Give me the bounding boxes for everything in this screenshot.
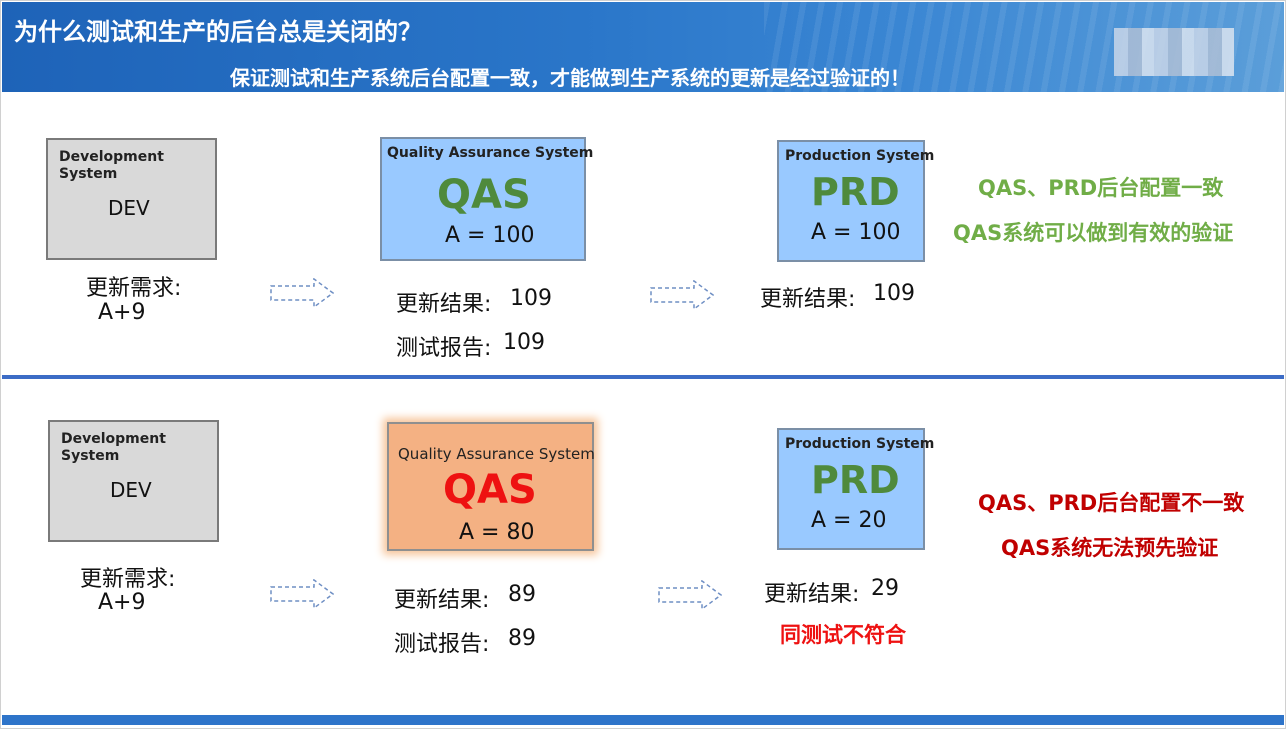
dev-system-box-bad: Development System DEV xyxy=(48,420,219,542)
blurred-logo xyxy=(1114,28,1234,76)
bottom-bar xyxy=(2,715,1284,725)
prd-system-name: Production System xyxy=(785,436,935,452)
qas-report-label-bad: 测试报告: xyxy=(394,632,490,657)
prd-result-value-ok: 109 xyxy=(873,281,915,306)
dev-name-line1: Development xyxy=(61,431,166,447)
page-subtitle: 保证测试和生产系统后台配置一致，才能做到生产系统的更新是经过验证的！ xyxy=(230,66,910,90)
qas-system-name: Quality Assurance System xyxy=(387,145,594,161)
status-note-bad-line1: QAS、PRD后台配置不一致 xyxy=(978,491,1245,515)
prd-system-name: Production System xyxy=(785,148,935,164)
dev-label: DEV xyxy=(110,478,152,502)
dev-label: DEV xyxy=(108,196,150,220)
dev-system-name: Development System xyxy=(61,431,166,465)
page-title: 为什么测试和生产的后台总是关闭的？ xyxy=(14,18,422,46)
dev-update-value-bad: A+9 xyxy=(98,590,146,615)
qas-label: QAS xyxy=(443,467,537,513)
mismatch-warning: 同测试不符合 xyxy=(780,623,906,647)
dev-system-box-ok: Development System DEV xyxy=(46,138,217,260)
dev-update-label-ok: 更新需求: xyxy=(86,276,182,301)
dev-name-line2: System xyxy=(59,166,118,182)
qas-system-box-bad: Quality Assurance System QAS A = 80 xyxy=(387,422,595,551)
header-banner: 为什么测试和生产的后台总是关闭的？ 保证测试和生产系统后台配置一致，才能做到生产… xyxy=(2,2,1284,92)
qas-report-label-ok: 测试报告: xyxy=(396,336,492,361)
status-note-ok-line2: QAS系统可以做到有效的验证 xyxy=(953,221,1234,245)
dev-name-line1: Development xyxy=(59,149,164,165)
qas-report-value-ok: 109 xyxy=(503,330,545,355)
prd-label: PRD xyxy=(811,170,900,214)
dev-update-label-bad: 更新需求: xyxy=(80,567,176,592)
status-note-bad-line2: QAS系统无法预先验证 xyxy=(1001,536,1219,560)
dev-update-value-ok: A+9 xyxy=(98,300,146,325)
arrow-right-icon xyxy=(658,580,722,610)
arrow-right-icon xyxy=(270,579,334,609)
arrow-right-icon xyxy=(650,280,714,310)
prd-result-label-ok: 更新结果: xyxy=(760,287,856,312)
qas-system-name: Quality Assurance System xyxy=(398,445,595,463)
prd-label: PRD xyxy=(811,458,900,502)
qas-value: A = 100 xyxy=(445,223,535,248)
qas-result-label-ok: 更新结果: xyxy=(396,292,492,317)
qas-system-box-ok: Quality Assurance System QAS A = 100 xyxy=(380,137,593,261)
prd-value: A = 20 xyxy=(811,508,887,533)
dev-system-name: Development System xyxy=(59,149,164,183)
prd-system-box-ok: Production System PRD A = 100 xyxy=(777,140,934,262)
arrow-right-icon xyxy=(270,278,334,308)
section-divider xyxy=(2,375,1284,379)
prd-system-box-bad: Production System PRD A = 20 xyxy=(777,428,934,550)
qas-result-value-ok: 109 xyxy=(510,286,552,311)
dev-name-line2: System xyxy=(61,448,120,464)
qas-result-label-bad: 更新结果: xyxy=(394,588,490,613)
qas-label: QAS xyxy=(437,172,531,218)
status-note-ok-line1: QAS、PRD后台配置一致 xyxy=(978,176,1224,200)
qas-result-value-bad: 89 xyxy=(508,582,536,607)
prd-result-value-bad: 29 xyxy=(871,576,899,601)
prd-result-label-bad: 更新结果: xyxy=(764,582,860,607)
prd-value: A = 100 xyxy=(811,220,901,245)
qas-report-value-bad: 89 xyxy=(508,626,536,651)
qas-value: A = 80 xyxy=(459,520,535,545)
